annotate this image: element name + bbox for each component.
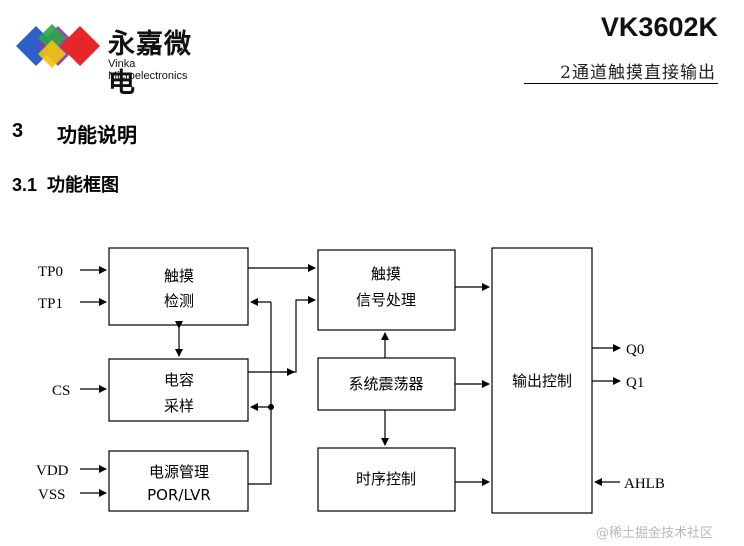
function-block-diagram: 触摸 检测 电容 采样 电源管理 POR/LVR 触摸 信号处理 系统震荡器 时… xyxy=(36,247,665,514)
touch-detect-block xyxy=(108,247,249,326)
brand-name-en: Vinka Microelectronics xyxy=(108,58,188,82)
signal-proc-block xyxy=(317,249,456,331)
document-subtitle: 2通道触摸直接输出 xyxy=(560,63,716,83)
part-number: VK3602K xyxy=(600,12,718,42)
pin-vss: VSS xyxy=(38,487,66,503)
cap-sample-label-1: 电容 xyxy=(164,371,194,389)
header-divider xyxy=(524,83,718,84)
subsection-title: 功能框图 xyxy=(47,175,120,196)
power-mgmt-block xyxy=(108,450,249,512)
logo-diamonds-icon xyxy=(16,24,100,68)
watermark: @稀土掘金技术社区 xyxy=(596,526,714,541)
timing-block xyxy=(317,447,456,512)
output-ctrl-label: 输出控制 xyxy=(512,372,572,390)
power-mgmt-label-2: POR/LVR xyxy=(147,486,211,504)
subsection-heading: 3.1 功能框图 xyxy=(12,171,119,197)
pin-tp0: TP0 xyxy=(38,264,63,280)
section-title: 功能说明 xyxy=(57,123,137,147)
cap-sample-label-2: 采样 xyxy=(164,397,194,415)
signal-proc-label-2: 信号处理 xyxy=(356,291,416,309)
pin-tp1: TP1 xyxy=(38,296,63,312)
vinka-logo: 永嘉微电 Vinka Microelectronics xyxy=(16,18,216,99)
section-number: 3 xyxy=(12,120,24,142)
junction-dot xyxy=(268,404,274,410)
power-rail xyxy=(248,302,272,485)
brand-name-cn: 永嘉微电 xyxy=(108,29,192,99)
sample-to-signal-arrow xyxy=(248,296,316,373)
subsection-number: 3.1 xyxy=(12,175,38,195)
pin-vdd: VDD xyxy=(36,463,69,479)
signal-proc-label-1: 触摸 xyxy=(371,265,401,283)
pin-q0: Q0 xyxy=(626,342,644,358)
timing-label: 时序控制 xyxy=(356,470,416,488)
pin-q1: Q1 xyxy=(626,375,644,391)
touch-detect-label-1: 触摸 xyxy=(164,267,194,285)
pin-ahlb: AHLB xyxy=(624,476,665,492)
cap-sample-block xyxy=(108,358,249,422)
power-mgmt-label-1: 电源管理 xyxy=(149,463,209,481)
oscillator-label: 系统震荡器 xyxy=(348,375,423,393)
touch-detect-label-2: 检测 xyxy=(164,292,194,310)
pin-cs: CS xyxy=(52,383,70,399)
